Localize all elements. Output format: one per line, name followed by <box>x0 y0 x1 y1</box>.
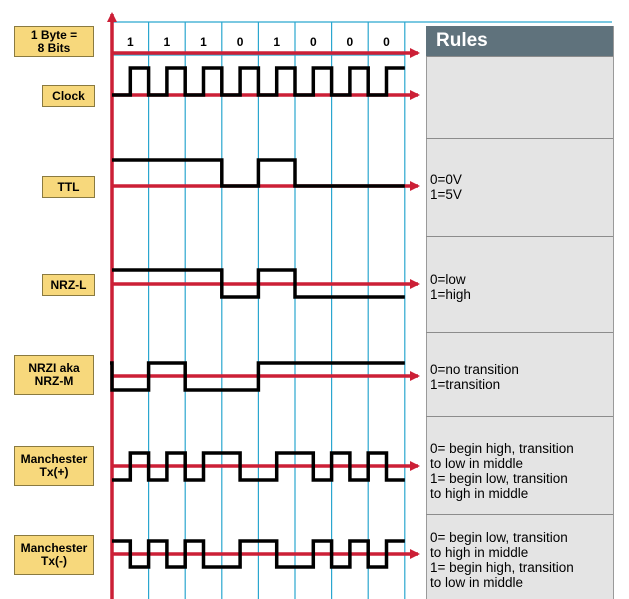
bit-label: 1 <box>273 35 280 49</box>
baseline-arrows <box>107 12 420 599</box>
byte-label: 1 Byte = 8 Bits <box>14 26 94 57</box>
rules-column <box>426 26 614 599</box>
rule-cell-nrzi <box>426 332 613 416</box>
wave-nrzl <box>112 268 405 299</box>
rule-text-manchester-neg: 0= begin low, transition to high in midd… <box>430 530 574 590</box>
bit-labels: 1 1 1 0 1 0 0 0 <box>127 35 390 49</box>
rules-title: Rules <box>426 26 613 56</box>
wave-ttl <box>112 158 405 188</box>
rule-cell-manchester-neg <box>426 514 613 599</box>
label-manchester-pos: Manchester Tx(+) <box>14 446 94 486</box>
bit-label: 0 <box>237 35 244 49</box>
label-nrzi: NRZI aka NRZ-M <box>14 355 94 395</box>
rule-text-manchester-pos: 0= begin high, transition to low in midd… <box>430 441 574 501</box>
rule-cell-ttl <box>426 138 613 236</box>
rule-text-nrzi: 0=no transition 1=transition <box>430 362 519 392</box>
label-ttl: TTL <box>42 176 95 198</box>
rule-cell-clock <box>426 56 613 138</box>
bit-grid <box>112 21 612 599</box>
rule-cell-nrzl <box>426 236 613 332</box>
bit-label: 0 <box>383 35 390 49</box>
rule-text-nrzl: 0=low 1=high <box>430 272 471 302</box>
label-manchester-neg: Manchester Tx(-) <box>14 535 94 575</box>
wave-clock <box>112 66 405 97</box>
bit-label: 0 <box>347 35 354 49</box>
wave-nrzi <box>110 361 405 392</box>
bit-label: 1 <box>200 35 207 49</box>
label-nrzl: NRZ-L <box>42 274 95 296</box>
wave-manchester-neg <box>112 539 405 569</box>
bit-label: 1 <box>127 35 134 49</box>
label-clock: Clock <box>42 85 95 107</box>
waveforms <box>110 66 405 569</box>
bit-label: 1 <box>164 35 171 49</box>
bit-label: 0 <box>310 35 317 49</box>
rule-text-ttl: 0=0V 1=5V <box>430 172 462 202</box>
rule-cell-manchester-pos <box>426 416 613 514</box>
wave-manchester-pos <box>112 451 405 482</box>
